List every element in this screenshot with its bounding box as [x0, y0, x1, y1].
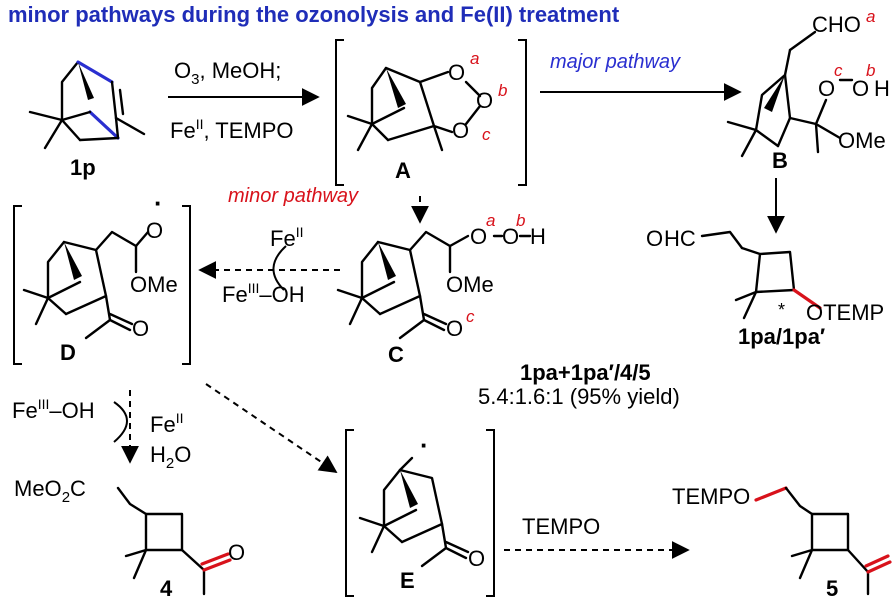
B-H: H [874, 76, 890, 101]
D-radical-dot: · [154, 188, 163, 218]
A-label-a: a [470, 49, 479, 68]
D-O: O [132, 316, 149, 341]
C-OMe: OMe [446, 272, 494, 297]
B-O-b: O [852, 76, 869, 101]
prod5-TEMPO: TEMPO [672, 484, 750, 509]
C-label-c: c [466, 307, 475, 326]
A-O-c: O [452, 118, 469, 143]
scheme-title: minor pathways during the ozonolysis and… [8, 2, 620, 27]
C-label-a: a [486, 211, 495, 230]
intermediate-C: O a O b H OMe O c C [336, 211, 546, 367]
prod4-MeO2C: MeO2C [14, 476, 86, 506]
C-to-D-byproduct: FeIII–OH [222, 280, 305, 307]
product-4: MeO2C O 4 [14, 476, 245, 601]
ratio-values: 5.4:1.6:1 (95% yield) [478, 384, 680, 409]
B-label-a: a [866, 7, 875, 26]
D-OMe: OMe [130, 272, 178, 297]
A-label-b: b [498, 81, 507, 100]
B-label-b: b [866, 61, 875, 80]
major-pathway-label: major pathway [550, 51, 681, 73]
label-5: 5 [826, 576, 838, 601]
prod-O-red: O [646, 226, 663, 251]
intermediate-B: CHO a O c O b H OMe B [726, 7, 890, 173]
A-O-a: O [448, 60, 465, 85]
label-D: D [60, 340, 76, 365]
prod4-O: O [228, 540, 245, 565]
C-O-b: O [502, 224, 519, 249]
B-O-c: O [818, 76, 835, 101]
C-label-b: b [516, 211, 525, 230]
D-to-4-water: H2O [150, 442, 191, 472]
ratio-title: 1pa+1pa′/4/5 [520, 360, 651, 385]
product-5: TEMPO 5 [672, 484, 892, 601]
label-A: A [395, 158, 411, 183]
prod-OTEMP: OTEMP [806, 300, 884, 325]
prod-HC: HC [664, 226, 696, 251]
label-B: B [772, 148, 788, 173]
reagent-line1: O3, MeOH; [174, 58, 281, 88]
prod-star: * [778, 300, 785, 320]
D-O-radical: O [146, 218, 163, 243]
label-E: E [400, 568, 415, 593]
arrow-D-to-E [205, 383, 338, 474]
C-O-a: O [470, 224, 487, 249]
B-OMe: OMe [838, 128, 886, 153]
label-C: C [388, 342, 404, 367]
A-label-c: c [482, 125, 491, 144]
intermediate-E: · O E [345, 429, 495, 597]
B-CHO: CHO [812, 12, 861, 37]
C-H: H [530, 224, 546, 249]
C-O-c: O [446, 316, 463, 341]
product-1pa: O HC OTEMP * 1pa/1pa′ [646, 226, 884, 349]
E-O: O [468, 546, 485, 571]
minor-pathway-label: minor pathway [228, 185, 359, 207]
E-to-5-reagent: TEMPO [522, 514, 600, 539]
label-4: 4 [160, 576, 173, 601]
compound-1p: 1p [28, 60, 146, 180]
D-to-4-reagent: FeIII–OH [12, 396, 95, 423]
C-to-D-reagent-fe: FeII [270, 224, 303, 251]
intermediate-A: O a O b O c A [335, 39, 527, 186]
B-label-c: c [834, 61, 843, 80]
A-O-b: O [476, 88, 493, 113]
label-1p: 1p [70, 155, 96, 180]
intermediate-D: O · OMe O D [13, 188, 191, 365]
label-1pa: 1pa/1pa′ [738, 324, 825, 349]
D-to-4-fe: FeII [150, 410, 183, 437]
reagent-line2: FeII, TEMPO [170, 116, 294, 143]
E-radical-dot: · [420, 430, 429, 460]
